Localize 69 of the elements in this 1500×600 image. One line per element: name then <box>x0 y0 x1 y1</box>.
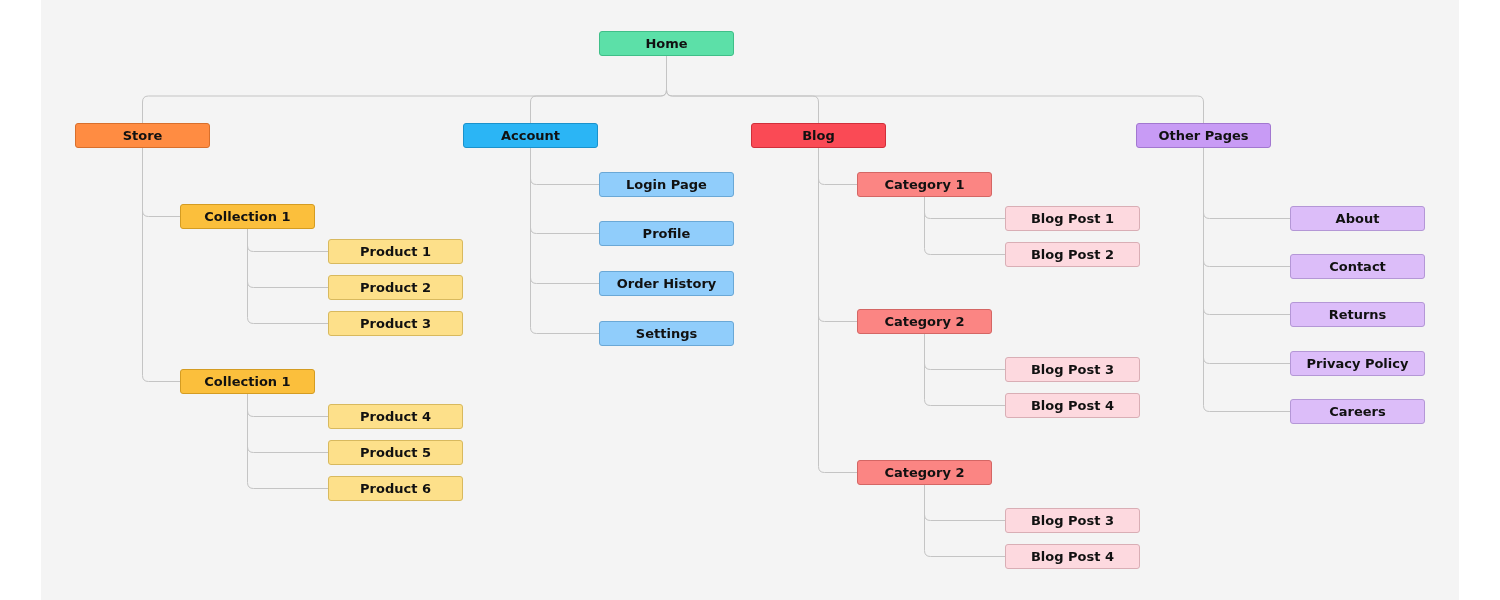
page-label: Blog <box>802 128 835 143</box>
page-label: Category 2 <box>884 314 965 329</box>
page-label: Other Pages <box>1158 128 1249 143</box>
page-box <box>1005 393 1140 418</box>
page-box <box>1005 357 1140 382</box>
page-label: Blog Post 3 <box>1030 362 1115 377</box>
page-label: Settings <box>635 326 698 341</box>
page-label: Product 5 <box>360 445 431 460</box>
page-box <box>1005 242 1140 267</box>
page-label: Category 1 <box>884 177 965 192</box>
page-box <box>328 311 463 336</box>
page-box <box>599 221 734 246</box>
page-label: Product 2 <box>360 280 431 295</box>
page-label: Home <box>645 36 688 51</box>
page-box <box>328 440 463 465</box>
connector-line <box>924 196 1006 255</box>
page-label: Privacy Policy <box>1306 356 1409 371</box>
page-label: Contact <box>1329 259 1386 274</box>
page-label: Store <box>122 128 163 143</box>
page-label: Careers <box>1329 404 1386 419</box>
page-box <box>857 460 992 485</box>
page-box <box>463 123 598 148</box>
page-label: Returns <box>1328 307 1387 322</box>
page-box <box>328 275 463 300</box>
page-label: Product 1 <box>360 244 431 259</box>
page-box <box>599 271 734 296</box>
page-box <box>1136 123 1271 148</box>
page-box <box>328 404 463 429</box>
page-box <box>857 172 992 197</box>
page-label: Product 3 <box>360 316 431 331</box>
connector-line <box>924 333 1006 406</box>
page-box <box>599 321 734 346</box>
page-label: Profile <box>642 226 691 241</box>
page-box <box>1290 351 1425 376</box>
page-box <box>75 123 210 148</box>
page-box <box>599 172 734 197</box>
page-box <box>328 476 463 501</box>
page-label: Order History <box>616 276 717 291</box>
page-box <box>180 204 315 229</box>
page-box <box>180 369 315 394</box>
page-label: Account <box>500 128 561 143</box>
page-label: Blog Post 2 <box>1030 247 1115 262</box>
connector-line <box>924 484 1006 557</box>
page-label: About <box>1335 211 1380 226</box>
page-box <box>599 31 734 56</box>
page-box <box>1005 206 1140 231</box>
page-label: Collection 1 <box>204 374 291 389</box>
page-box <box>1290 399 1425 424</box>
connector-line <box>530 147 600 334</box>
page-box <box>857 309 992 334</box>
page-box <box>1290 206 1425 231</box>
page-box <box>1290 302 1425 327</box>
page-label: Blog Post 1 <box>1030 211 1115 226</box>
connector-line <box>247 393 329 489</box>
page-box <box>751 123 886 148</box>
page-label: Login Page <box>626 177 707 192</box>
connector-line <box>142 147 181 382</box>
page-label: Blog Post 4 <box>1030 398 1115 413</box>
page-box <box>1005 544 1140 569</box>
page-box <box>1005 508 1140 533</box>
page-label: Collection 1 <box>204 209 291 224</box>
page-box <box>1290 254 1425 279</box>
page-box <box>328 239 463 264</box>
page-label: Product 6 <box>360 481 431 496</box>
page-label: Product 4 <box>360 409 431 424</box>
page-label: Blog Post 3 <box>1030 513 1115 528</box>
connector-line <box>247 228 329 324</box>
page-label: Category 2 <box>884 465 965 480</box>
page-label: Blog Post 4 <box>1030 549 1115 564</box>
